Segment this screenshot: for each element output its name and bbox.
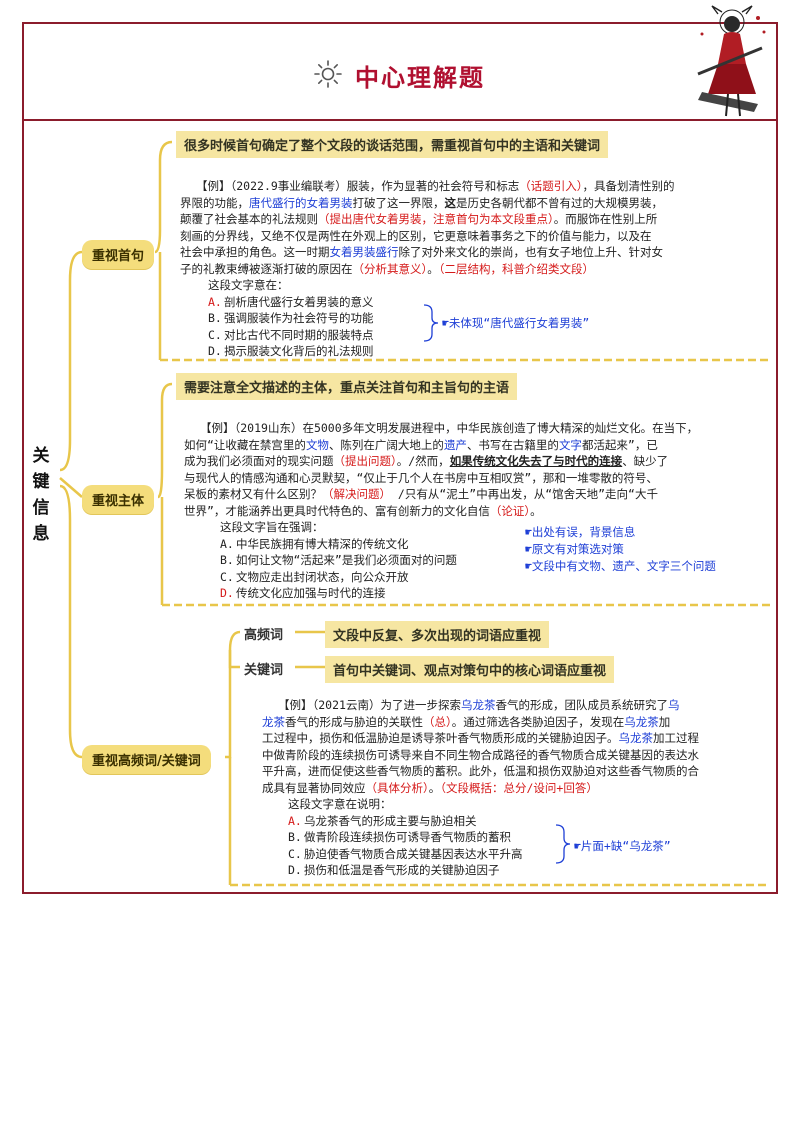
example-line: 【例】（2021云南）为了进一步探索乌龙茶香气的形成，团队成员系统研究了乌	[278, 698, 680, 712]
option-c[interactable]: C.对比古代不同时期的服装特点	[208, 327, 374, 342]
example-line: 如何“让收藏在禁宫里的文物、陈列在广阔大地上的遗产、书写在古籍里的文字都活起来”…	[184, 437, 658, 452]
option-b[interactable]: B.强调服装作为社会符号的功能	[208, 311, 374, 325]
annotation-note: ☛未体现“唐代盛行女着男装”	[442, 316, 590, 330]
example-line: 刻画的分界线，又绝不仅是两性在外观上的区别，它更意味着事务之下的价值与能力，以及…	[180, 228, 652, 243]
example-line: 平升高，进而促使这些香气物质的蓄积。此外，低温和损伤双胁迫对这些香气物质的合	[262, 764, 699, 778]
example-line: 成为我们必须面对的现实问题（提出问题）。/然而，如果传统文化失去了与时代的连接、…	[184, 454, 669, 468]
branch-node-first-sentence[interactable]: 重视首句	[82, 240, 155, 269]
option-a[interactable]: A.剖析唐代盛行女着男装的意义	[208, 294, 374, 309]
example-line: 【例】（2022.9事业编联考）服装，作为显著的社会符号和标志（话题引入），具备…	[196, 179, 675, 193]
example-block-2: 【例】（2019山东）在5000多年文明发展进程中，中华民族创造了博大精深的灿烂…	[184, 420, 772, 602]
branch-node-subject[interactable]: 重视主体	[82, 485, 155, 514]
example-line: 界限的功能，唐代盛行的女着男装打破了这一界限，这是历史各朝代都不曾有过的大规模男…	[180, 195, 663, 210]
option-a[interactable]: A.乌龙茶香气的形成主要与胁迫相关	[288, 813, 477, 828]
page-frame	[22, 22, 778, 894]
annotation-note: ☛出处有误，背景信息	[525, 525, 636, 539]
option-d[interactable]: D.传统文化应加强与时代的连接	[220, 586, 386, 600]
example-line: 子的礼教束缚被逐渐打破的原因在（分析其意义）。（二层结构，科普介绍类文段）	[180, 261, 594, 276]
question-stem: 这段文字意在说明：	[288, 797, 392, 811]
example-line: 【例】（2019山东）在5000多年文明发展进程中，中华民族创造了博大精深的灿烂…	[200, 421, 699, 435]
option-b[interactable]: B.如何让文物“活起来”是我们必须面对的问题	[220, 553, 457, 567]
example-line: 世界”，才能涵养出更具时代特色的、富有创新力的文化自信（论证）。	[184, 503, 542, 518]
question-stem: 这段文字旨在强调：	[220, 520, 324, 534]
option-d[interactable]: D.损伤和低温是香气形成的关键胁迫因子	[288, 863, 500, 877]
annotation-note: ☛片面+缺“乌龙茶”	[574, 839, 671, 853]
annotation-note: ☛文段中有文物、遗产、文字三个问题	[525, 559, 716, 573]
question-stem: 这段文字意在：	[208, 278, 289, 292]
annotation-note: ☛原文有对策选对策	[525, 542, 624, 556]
option-c[interactable]: C.文物应走出封闭状态，向公众开放	[220, 569, 409, 584]
tip-high-frequency: 文段中反复、多次出现的词语应重视	[325, 621, 550, 648]
character-illustration	[697, 5, 766, 117]
example-line: 颠覆了社会基本的礼法规则（提出唐代女着男装，注意首句为本文段重点）。而服饰在性别…	[180, 212, 658, 226]
page-title: 中心理解题	[355, 64, 485, 92]
sub-label-keyword[interactable]: 关键词	[244, 663, 284, 678]
example-line: 成具有显著协同效应（具体分析）。（文段概括：总分/设问+回答）	[262, 780, 598, 795]
example-line: 工过程中，损伤和低温胁迫是诱导茶叶香气物质形成的关键胁迫因子。乌龙茶加工过程	[262, 731, 699, 745]
root-node-label: 关键信息	[32, 446, 50, 544]
example-line: 社会中承担的角色。这一时期女着男装盛行除了对外来文化的崇尚，也有女子地位上升、针…	[180, 245, 663, 259]
option-c[interactable]: C.胁迫使香气物质合成关键基因表达水平升高	[288, 846, 523, 861]
sun-icon	[314, 60, 342, 88]
branch-node-keywords[interactable]: 重视高频词/关键词	[82, 745, 211, 774]
example-line: 中做青阶段的连续损伤可诱导来自不同生物合成路径的香气物质合成关键基因的表达水	[262, 747, 699, 762]
example-line: 呆板的素材又有什么区别？（解决问题） /只有从“泥土”中再出发，从“馆舍天地”走…	[184, 487, 658, 501]
tip-subject: 需要注意全文描述的主体，重点关注首句和主旨句的主语	[176, 373, 518, 400]
example-line: 与现代人的情感沟通和心灵默契，“仅止于几个人在书房中互相叹赏”，那和一堆零散的符…	[184, 470, 658, 485]
tip-keyword: 首句中关键词、观点对策句中的核心词语应重视	[325, 656, 615, 683]
example-line: 龙茶香气的形成与胁迫的关联性（总）。通过筛选各类胁迫因子，发现在乌龙茶加	[262, 714, 671, 729]
sub-label-high-frequency[interactable]: 高频词	[244, 628, 284, 643]
tip-first-sentence: 很多时候首句确定了整个文段的谈话范围，需重视首句中的主语和关键词	[176, 131, 609, 158]
option-b[interactable]: B.做青阶段连续损伤可诱导香气物质的蓄积	[288, 830, 511, 844]
example-block-3: 【例】（2021云南）为了进一步探索乌龙茶香气的形成，团队成员系统研究了乌 龙茶…	[262, 697, 770, 879]
example-block-1: 【例】（2022.9事业编联考）服装，作为显著的社会符号和标志（话题引入），具备…	[180, 178, 771, 360]
option-a[interactable]: A.中华民族拥有博大精深的传统文化	[220, 536, 409, 551]
option-d[interactable]: D.揭示服装文化背后的礼法规则	[208, 344, 374, 358]
header-divider	[22, 119, 778, 121]
